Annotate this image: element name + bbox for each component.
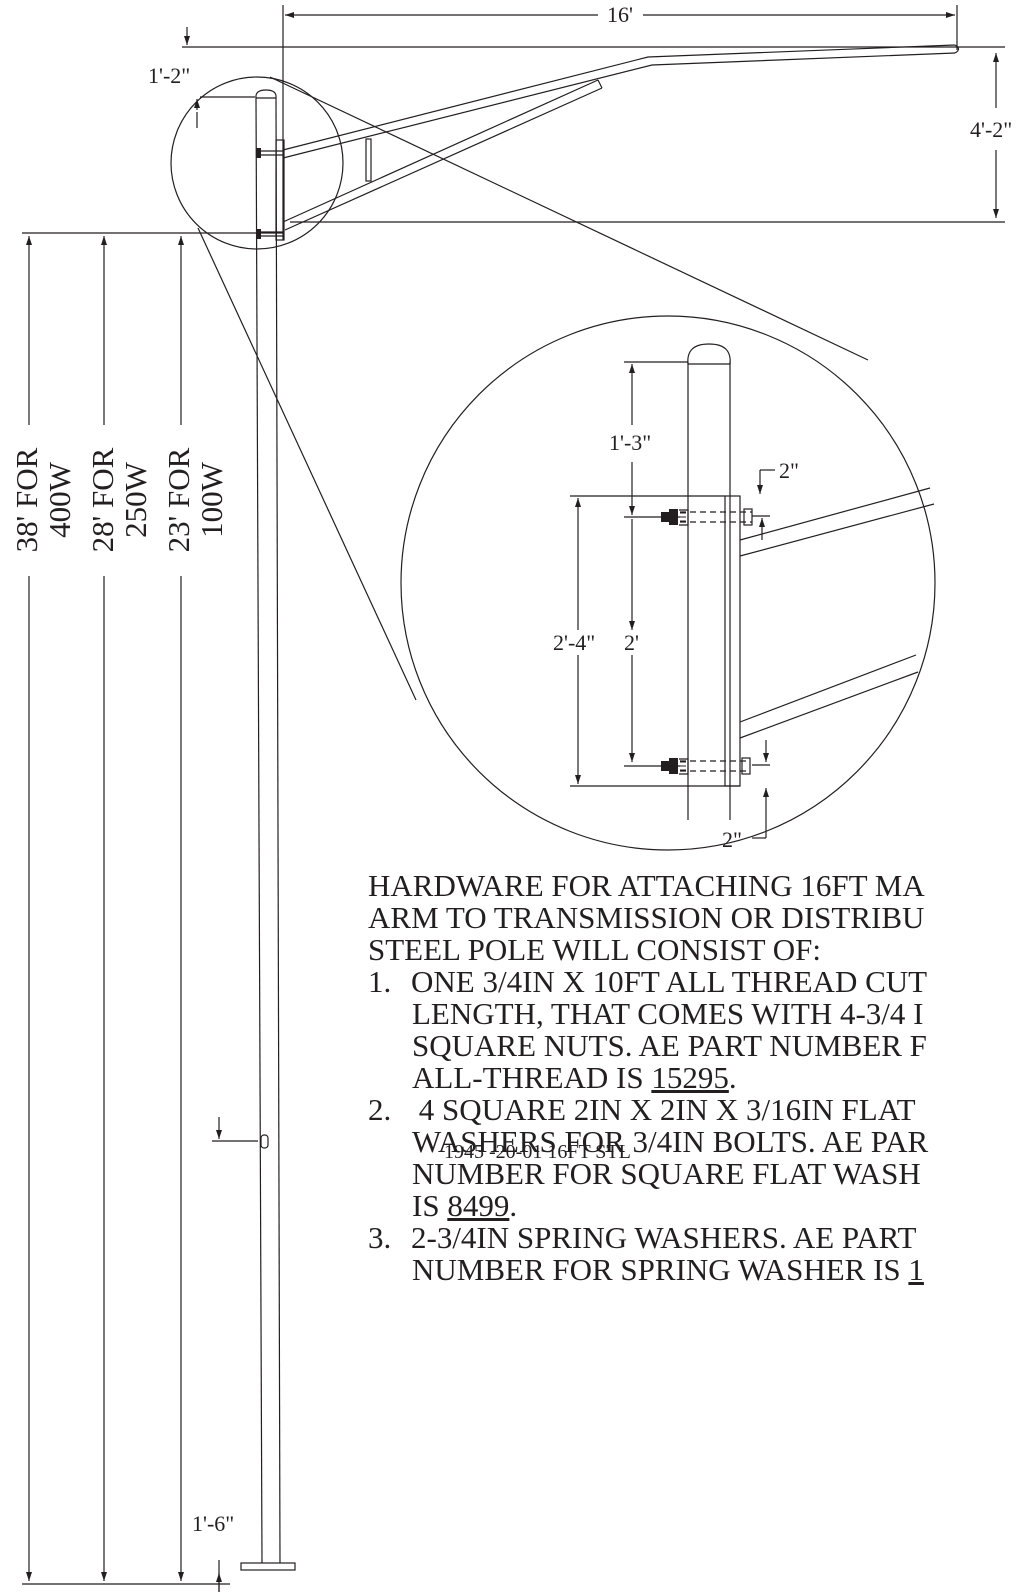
notes-item-text: . (509, 1188, 518, 1223)
notes-item-line: 1. ONE 3/4IN X 10FT ALL THREAD CUT (368, 966, 1035, 998)
base-offset-label: 1'-6" (192, 1511, 234, 1536)
arm-rise-dimension: 4'-2" (290, 53, 1012, 223)
notes-item-line: NUMBER FOR SQUARE FLAT WASH (368, 1158, 1035, 1190)
notes-item-text: LENGTH, THAT COMES WITH 4-3/4 I (412, 996, 924, 1031)
detail-top-to-bolt: 1'-3" (609, 430, 651, 455)
notes-item-line: WASHERS FOR 3/4IN BOLTS. AE PAR (368, 1126, 1035, 1158)
height-250w-label: 28' FOR250W (85, 447, 153, 552)
notes-item-line: 2. 4 SQUARE 2IN X 2IN X 3/16IN FLAT (368, 1094, 1035, 1126)
detail-bracket-top: 2" (779, 458, 799, 483)
part-number: 15295 (651, 1060, 729, 1095)
notes-item-text: SQUARE NUTS. AE PART NUMBER F (412, 1028, 927, 1063)
notes-item-number: 2. (368, 1092, 392, 1127)
notes-item-text: 2-3/4IN SPRING WASHERS. AE PART (411, 1220, 917, 1255)
notes-intro-line: ARM TO TRANSMISSION OR DISTRIBU (368, 900, 925, 935)
notes-item-text: WASHERS FOR 3/4IN BOLTS. AE PAR (412, 1124, 929, 1159)
notes-item-number: 3. (368, 1220, 392, 1255)
notes-item-text: NUMBER FOR SPRING WASHER IS (412, 1252, 909, 1286)
notes-intro-line: HARDWARE FOR ATTACHING 16FT MA (368, 870, 925, 903)
arm-rise-label: 4'-2" (970, 117, 1012, 142)
notes-item-line: LENGTH, THAT COMES WITH 4-3/4 I (368, 998, 1035, 1030)
notes-item-number: 1. (368, 964, 392, 999)
detail-callout-circle (170, 76, 344, 250)
height-100w-label: 23' FOR100W (161, 447, 229, 552)
pole-top-dimension: 1'-2" (148, 27, 1005, 128)
pole-top-label: 1'-2" (148, 63, 190, 88)
detail-bracket-length: 2'-4" (553, 630, 595, 655)
upper-bolt-small (256, 148, 284, 158)
lower-bolt-small (256, 229, 284, 239)
mast-arm (282, 44, 960, 231)
notes-item-text: IS (412, 1188, 448, 1223)
part-number: 1 (908, 1252, 924, 1286)
arm-length-label: 16' (607, 2, 633, 27)
part-number: 8499 (447, 1188, 510, 1223)
arm-length-dimension: 16' (282, 2, 958, 240)
steel-pole (240, 89, 296, 1571)
notes-item-text: 4 SQUARE 2IN X 2IN X 3/16IN FLAT (411, 1092, 916, 1127)
notes-item-text: ONE 3/4IN X 10FT ALL THREAD CUT (411, 964, 928, 999)
notes-item-line: IS 8499. (368, 1190, 1035, 1222)
drawing-code: 1945 -20-01 16FT STL (444, 1141, 631, 1163)
notes-item-line: NUMBER FOR SPRING WASHER IS 1 (368, 1254, 1035, 1286)
notes-item-line: 3. 2-3/4IN SPRING WASHERS. AE PART (368, 1222, 1035, 1254)
notes-item-line: SQUARE NUTS. AE PART NUMBER F (368, 1030, 1035, 1062)
detail-bolt-spacing: 2' (624, 630, 639, 655)
height-400w-label: 38' FOR400W (9, 447, 77, 552)
height-dimensions: 38' FOR400W 28' FOR250W 23' FOR100W (9, 232, 283, 1585)
notes-item-text: ALL-THREAD IS (412, 1060, 652, 1095)
notes-item-text: . (728, 1060, 737, 1095)
detail-drawing: 1'-3" 2'-4" 2' 2" 2" (553, 343, 935, 852)
detail-bracket-bottom: 2" (722, 827, 742, 852)
notes-item-line: ALL-THREAD IS 15295. (368, 1062, 1035, 1094)
base-dimension: 1'-6" (192, 1117, 269, 1592)
notes-intro-line: STEEL POLE WILL CONSIST OF: (368, 932, 821, 967)
base-plate (240, 1562, 296, 1571)
detail-enlarged-circle (400, 315, 936, 851)
notes-item-text: NUMBER FOR SQUARE FLAT WASH (412, 1156, 921, 1191)
